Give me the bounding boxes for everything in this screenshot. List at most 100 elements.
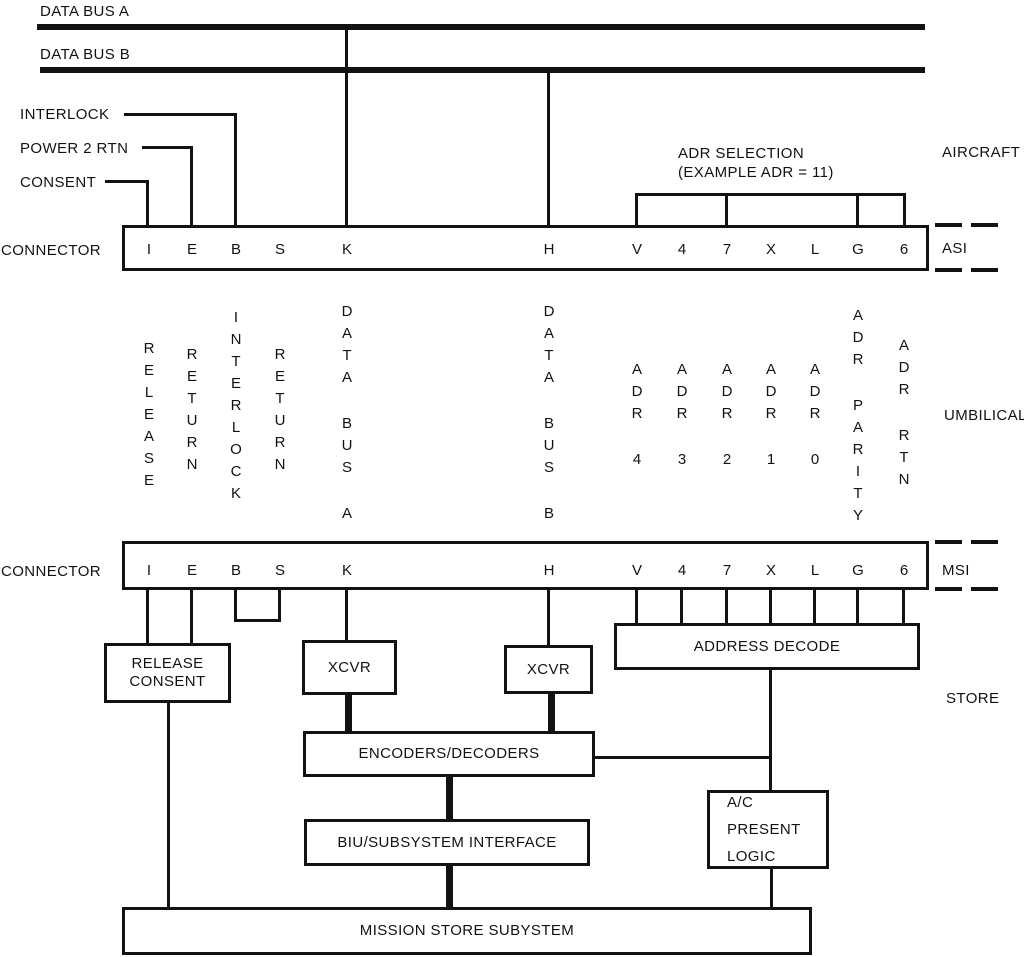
wire-msi-l-to-address-decode (813, 590, 816, 623)
asi-pin-4: 4 (677, 241, 687, 258)
wire-msi-x-to-address-decode (769, 590, 772, 623)
wire-xcvr-left-to-encoders-thick (345, 694, 352, 731)
wire-msi-4-to-address-decode (680, 590, 683, 623)
asi-boundary-dash (935, 268, 962, 272)
wire-interlock-loop-s (278, 590, 281, 622)
ac-present-logic-box: A/C PRESENT LOGIC (707, 790, 829, 869)
msi-pin-k: K (341, 562, 352, 579)
asi-pin-s: S (274, 241, 285, 258)
wire-msi-i-to-release-consent (146, 590, 149, 643)
wire-msi-e-to-release-consent (190, 590, 193, 643)
biu-subsystem-interface-label: BIU/SUBSYSTEM INTERFACE (337, 833, 557, 851)
asi-pin-k: K (341, 241, 352, 258)
release-consent-box: RELEASE CONSENT (104, 643, 231, 703)
asi-pin-h: H (543, 241, 555, 258)
msi-pin-4: 4 (677, 562, 687, 579)
asi-pin-6: 6 (899, 241, 909, 258)
wire-power-2-rtn-v (190, 146, 193, 225)
adr-selection-line1: ADR SELECTION (678, 145, 805, 162)
adr-jumper-rail (635, 193, 906, 196)
msi-pin-b: B (230, 562, 241, 579)
wire-interlock-loop-bottom (234, 619, 281, 622)
wire-interlock-loop-b (234, 590, 237, 622)
address-decode-box: ADDRESS DECODE (614, 623, 920, 670)
adr-jumper-pin-v (635, 193, 638, 225)
adr-selection-line2: (EXAMPLE ADR = 11) (678, 164, 834, 181)
msi-pin-i: I (146, 562, 152, 579)
encoders-decoders-label: ENCODERS/DECODERS (358, 745, 540, 762)
wire-ac-present-to-mission (770, 869, 773, 907)
msi-boundary-dash (971, 540, 998, 544)
wire-biu-to-mission-thick (446, 866, 453, 907)
wire-msi-v-to-address-decode (635, 590, 638, 623)
release-consent-line1: RELEASE (131, 655, 204, 672)
ac-present-logic-line2: PRESENT (727, 821, 801, 838)
store-region-label: STORE (946, 690, 1000, 707)
wire-bus-b-to-pin-h (547, 70, 550, 225)
wire-msi-6-to-address-decode (902, 590, 905, 623)
asi-connector-box (122, 225, 929, 271)
asi-pin-b: B (230, 241, 241, 258)
wire-release-consent-to-mission (167, 702, 170, 907)
connector-label-msi: CONNECTOR (1, 563, 101, 580)
release-consent-line2: CONSENT (129, 673, 206, 690)
msi-connector-box (122, 541, 929, 590)
power-2-rtn-label: POWER 2 RTN (20, 140, 129, 157)
wire-interlock-v (234, 113, 237, 225)
asi-pin-i: I (146, 241, 152, 258)
wire-msi-7-to-address-decode (725, 590, 728, 623)
msi-pin-e: E (186, 562, 197, 579)
msi-boundary-dash (935, 540, 962, 544)
msi-pin-v: V (631, 562, 642, 579)
adr-jumper-pin-6 (903, 193, 906, 225)
xcvr-left-box: XCVR (302, 640, 397, 695)
wire-consent-h (105, 180, 149, 183)
asi-boundary-dash (971, 223, 998, 227)
msi-boundary-dash (935, 587, 962, 591)
msi-pin-x: X (765, 562, 776, 579)
consent-label: CONSENT (20, 174, 97, 191)
asi-boundary-dash (971, 268, 998, 272)
msi-pin-6: 6 (899, 562, 909, 579)
wire-address-decode-to-ac-present (769, 670, 772, 790)
mission-store-subsystem-label: MISSION STORE SUBYSTEM (359, 922, 575, 939)
wire-encoders-to-ac-present (593, 756, 772, 759)
wire-xcvr-right-to-encoders-thick (548, 693, 555, 731)
data-bus-b-line (40, 67, 925, 73)
asi-label: ASI (942, 240, 968, 257)
msi-pin-s: S (274, 562, 285, 579)
asi-pin-v: V (631, 241, 642, 258)
xcvr-right-label: XCVR (526, 660, 571, 678)
wire-msi-k-to-xcvr (345, 590, 348, 640)
wire-interlock-h (124, 113, 237, 116)
wire-msi-g-to-address-decode (856, 590, 859, 623)
asi-boundary-dash (935, 223, 962, 227)
wire-power-2-rtn-h (142, 146, 193, 149)
wire-consent-v (146, 180, 149, 225)
adr-jumper-pin-7 (725, 193, 728, 225)
ac-present-logic-line3: LOGIC (727, 848, 776, 865)
asi-pin-e: E (186, 241, 197, 258)
mission-store-subsystem-box: MISSION STORE SUBYSTEM (122, 907, 812, 955)
data-bus-a-label: DATA BUS A (40, 3, 130, 20)
asi-pin-g: G (852, 241, 864, 258)
ac-present-logic-line1: A/C (727, 794, 754, 811)
xcvr-right-box: XCVR (504, 645, 593, 694)
msi-pin-7: 7 (722, 562, 732, 579)
aircraft-region-label: AIRCRAFT (942, 144, 1021, 161)
msi-label: MSI (942, 562, 970, 579)
xcvr-left-label: XCVR (327, 658, 372, 676)
asi-pin-l: L (810, 241, 820, 258)
umbilical-region-label: UMBILICAL (944, 407, 1024, 424)
